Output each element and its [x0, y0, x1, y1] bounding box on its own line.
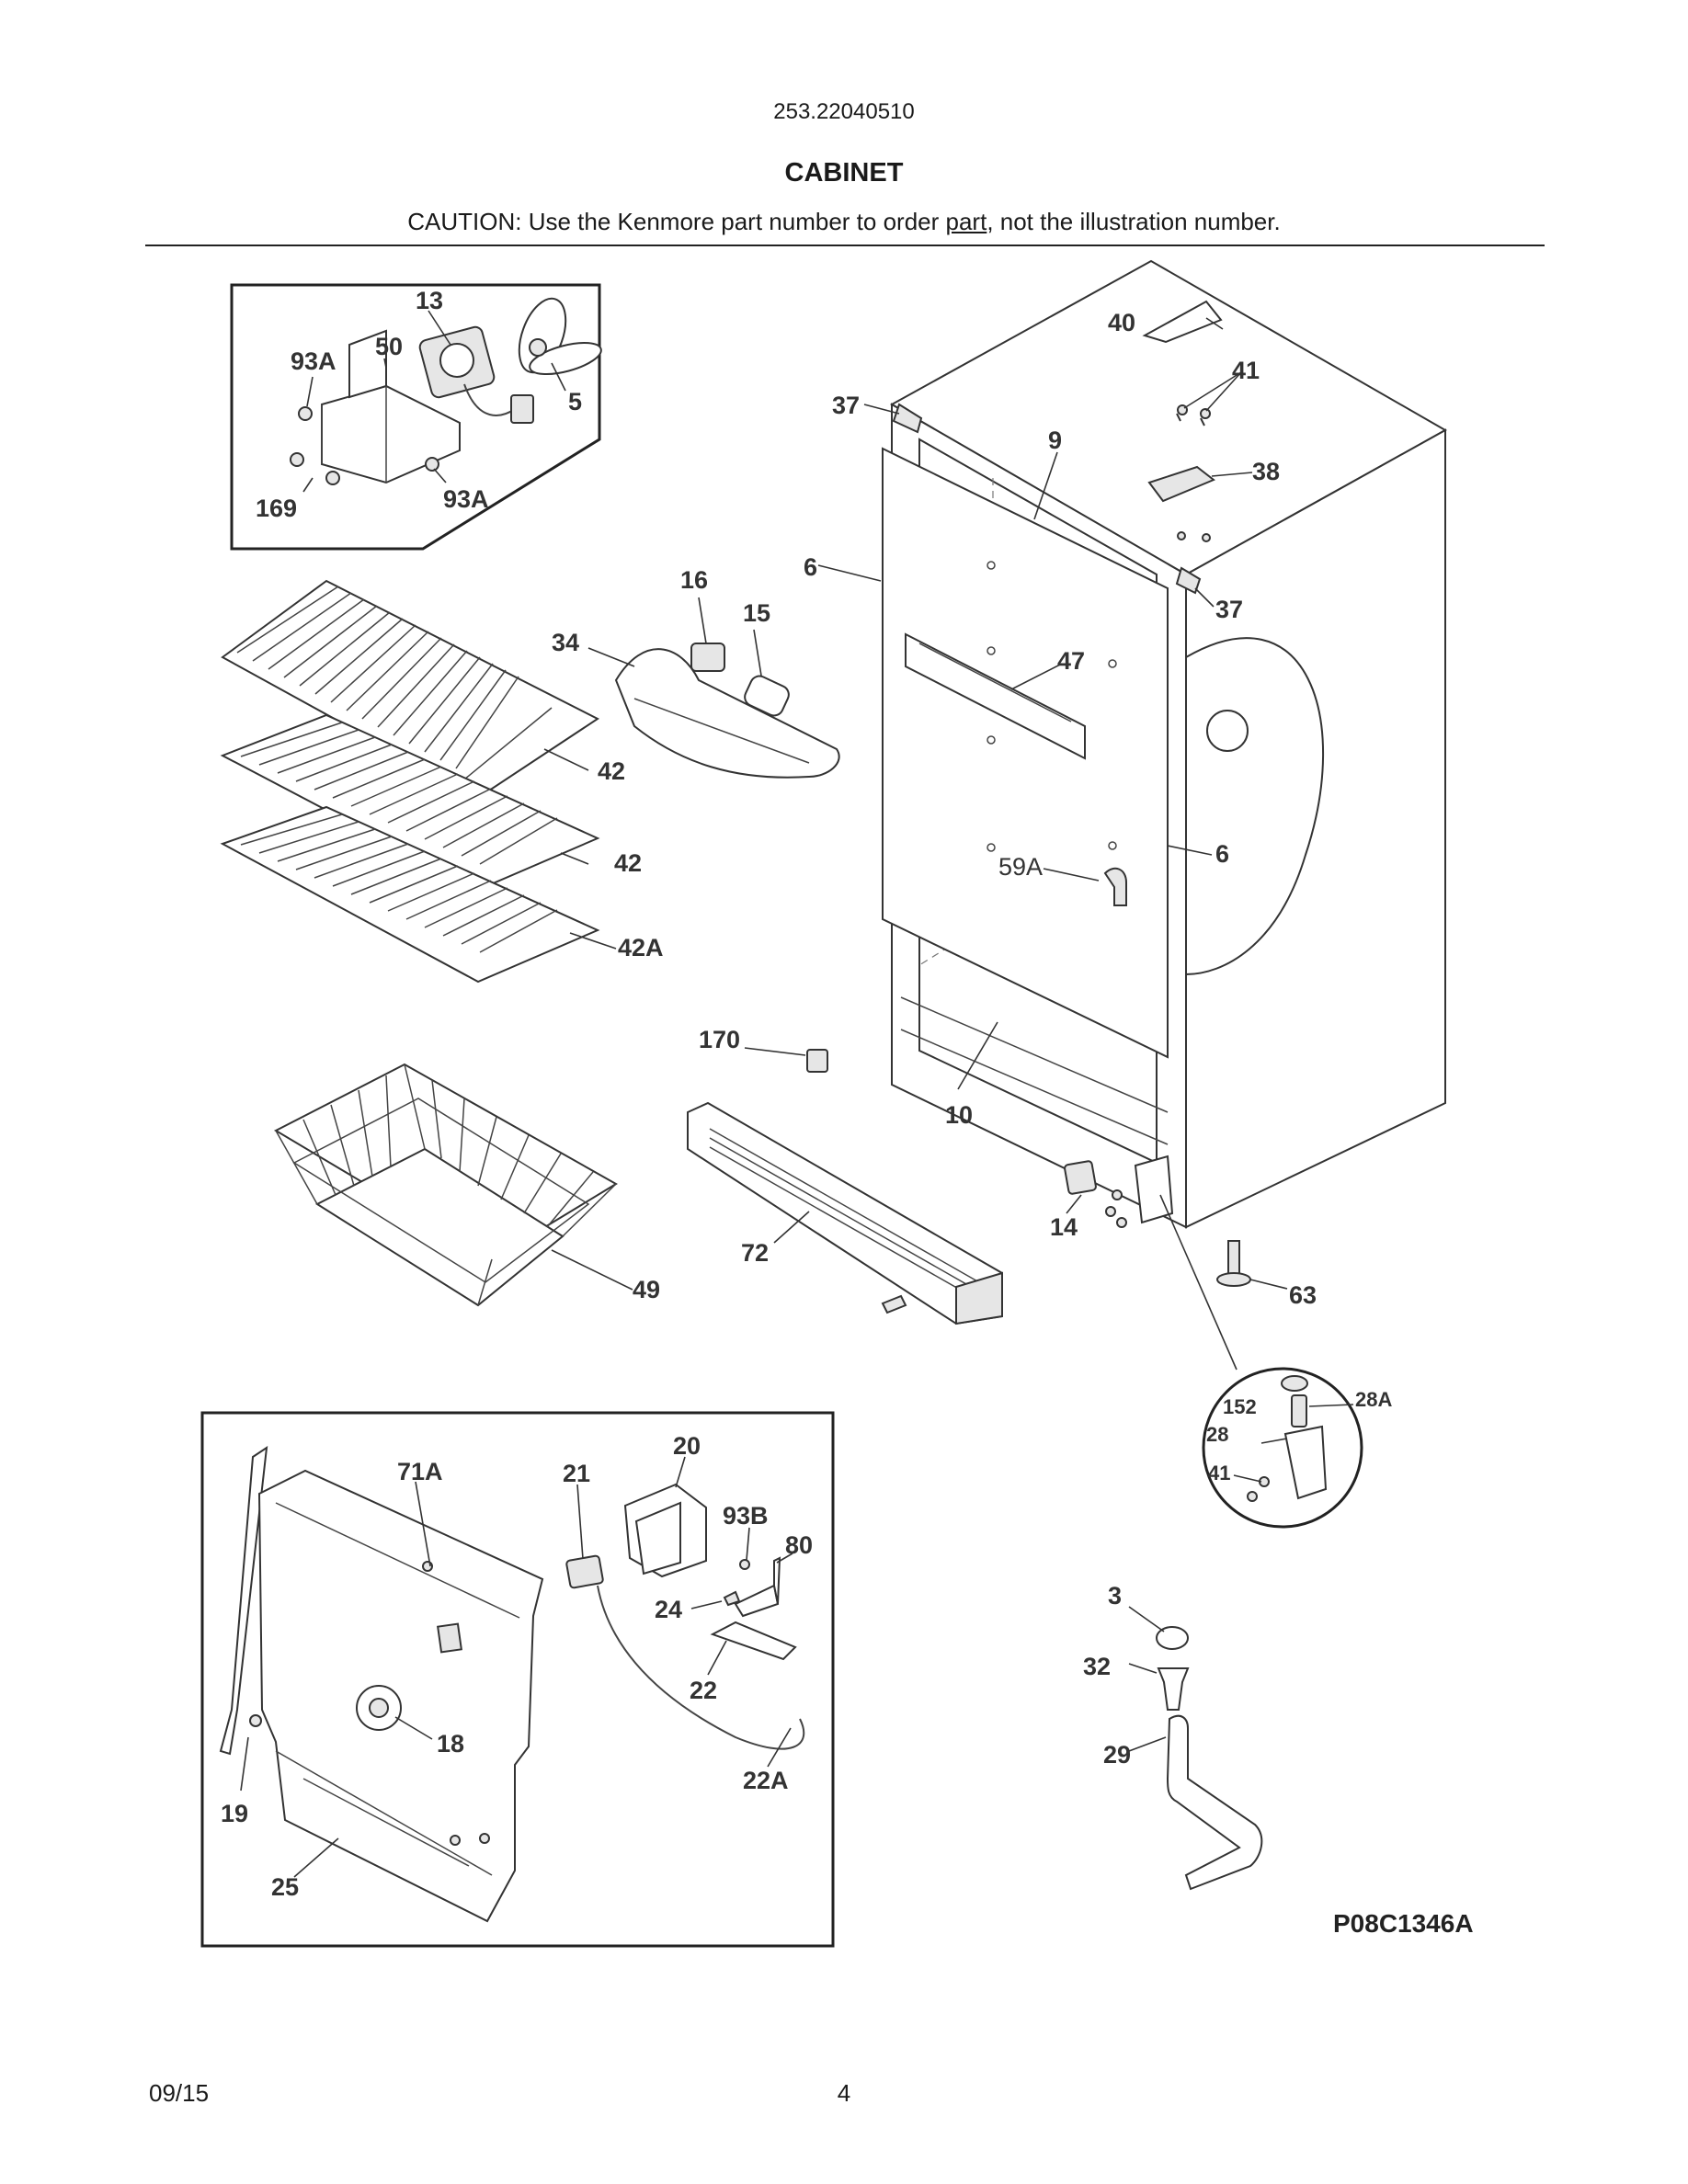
- figure-code: P08C1346A: [1333, 1909, 1474, 1938]
- callout-22A: 22A: [743, 1767, 789, 1794]
- caution-suffix: , not the illustration number.: [987, 208, 1281, 235]
- callout-93B: 93B: [723, 1502, 769, 1530]
- footer-date: 09/15: [149, 2079, 210, 2107]
- callout-21: 21: [563, 1460, 590, 1487]
- callout-18: 18: [437, 1730, 464, 1757]
- callout-3: 3: [1108, 1582, 1122, 1610]
- callout-63: 63: [1289, 1281, 1317, 1309]
- callout-93A-bottom: 93A: [443, 485, 489, 513]
- callout-9: 9: [1048, 427, 1062, 454]
- evaporator-cover-inset: 71A 21 20 93B 80 24 22 18 22A 19 25: [200, 1411, 835, 1948]
- callout-49: 49: [633, 1276, 660, 1303]
- callout-71A: 71A: [397, 1458, 443, 1485]
- footer-page-number: 4: [837, 2079, 851, 2107]
- toe-grille: 72: [687, 1101, 1003, 1325]
- section-title: CABINET: [784, 158, 904, 188]
- callout-41-detail: 41: [1208, 1462, 1230, 1484]
- callout-32: 32: [1083, 1653, 1111, 1680]
- callout-28: 28: [1206, 1423, 1228, 1446]
- callout-34: 34: [552, 629, 579, 656]
- header-divider: [145, 245, 1545, 246]
- callout-19: 19: [221, 1800, 248, 1827]
- cabinet-body: 37 9 40 41 38 37 47 59A 6 6 10: [804, 259, 1448, 1229]
- callout-72: 72: [741, 1239, 769, 1267]
- callout-22: 22: [690, 1677, 717, 1704]
- caution-prefix: CAUTION: Use the Kenmore part number to …: [407, 208, 946, 235]
- callout-5: 5: [568, 388, 582, 415]
- callout-25: 25: [271, 1873, 299, 1901]
- drain-parts: 3 32 29: [1083, 1582, 1263, 1891]
- callout-37-top: 37: [832, 392, 860, 419]
- callout-29: 29: [1103, 1741, 1131, 1769]
- callout-24: 24: [655, 1596, 682, 1623]
- model-number: 253.22040510: [773, 99, 915, 124]
- caution-text: CAUTION: Use the Kenmore part number to …: [0, 208, 1688, 236]
- callout-170: 170: [699, 1026, 740, 1053]
- callout-42A: 42A: [618, 934, 664, 961]
- callout-38: 38: [1252, 458, 1280, 485]
- bottom-hinge: 14 63: [1050, 1155, 1317, 1371]
- callout-10: 10: [945, 1101, 973, 1129]
- wire-shelves: 42 42 42A: [220, 579, 664, 984]
- callout-59A: 59A: [998, 853, 1043, 881]
- callout-80: 80: [785, 1531, 813, 1559]
- callout-14: 14: [1050, 1213, 1078, 1241]
- fan-assembly-inset: 13 93A 50 5 169 93A: [230, 283, 602, 551]
- light-assembly: 16 15 34: [552, 566, 840, 779]
- callout-16: 16: [680, 566, 708, 594]
- callout-15: 15: [743, 599, 770, 627]
- callout-169: 169: [256, 495, 297, 522]
- callout-6-left: 6: [804, 553, 817, 581]
- callout-152: 152: [1223, 1395, 1257, 1418]
- callout-42-upper: 42: [598, 757, 625, 785]
- callout-41-top: 41: [1232, 357, 1260, 384]
- caution-link[interactable]: part: [945, 208, 987, 235]
- callout-40: 40: [1108, 309, 1135, 336]
- callout-50: 50: [375, 333, 403, 360]
- part-170: 170: [699, 1026, 828, 1073]
- callout-93A-top: 93A: [291, 347, 336, 375]
- hinge-detail-circle: 152 28A 28 41: [1202, 1367, 1392, 1529]
- wire-basket: 49: [273, 1063, 660, 1307]
- callout-47: 47: [1057, 647, 1085, 675]
- callout-6-right: 6: [1215, 840, 1229, 868]
- callout-37-right: 37: [1215, 596, 1243, 623]
- callout-13: 13: [416, 287, 443, 314]
- callout-42-lower: 42: [614, 849, 642, 877]
- callout-20: 20: [673, 1432, 701, 1460]
- callout-28A: 28A: [1355, 1388, 1392, 1411]
